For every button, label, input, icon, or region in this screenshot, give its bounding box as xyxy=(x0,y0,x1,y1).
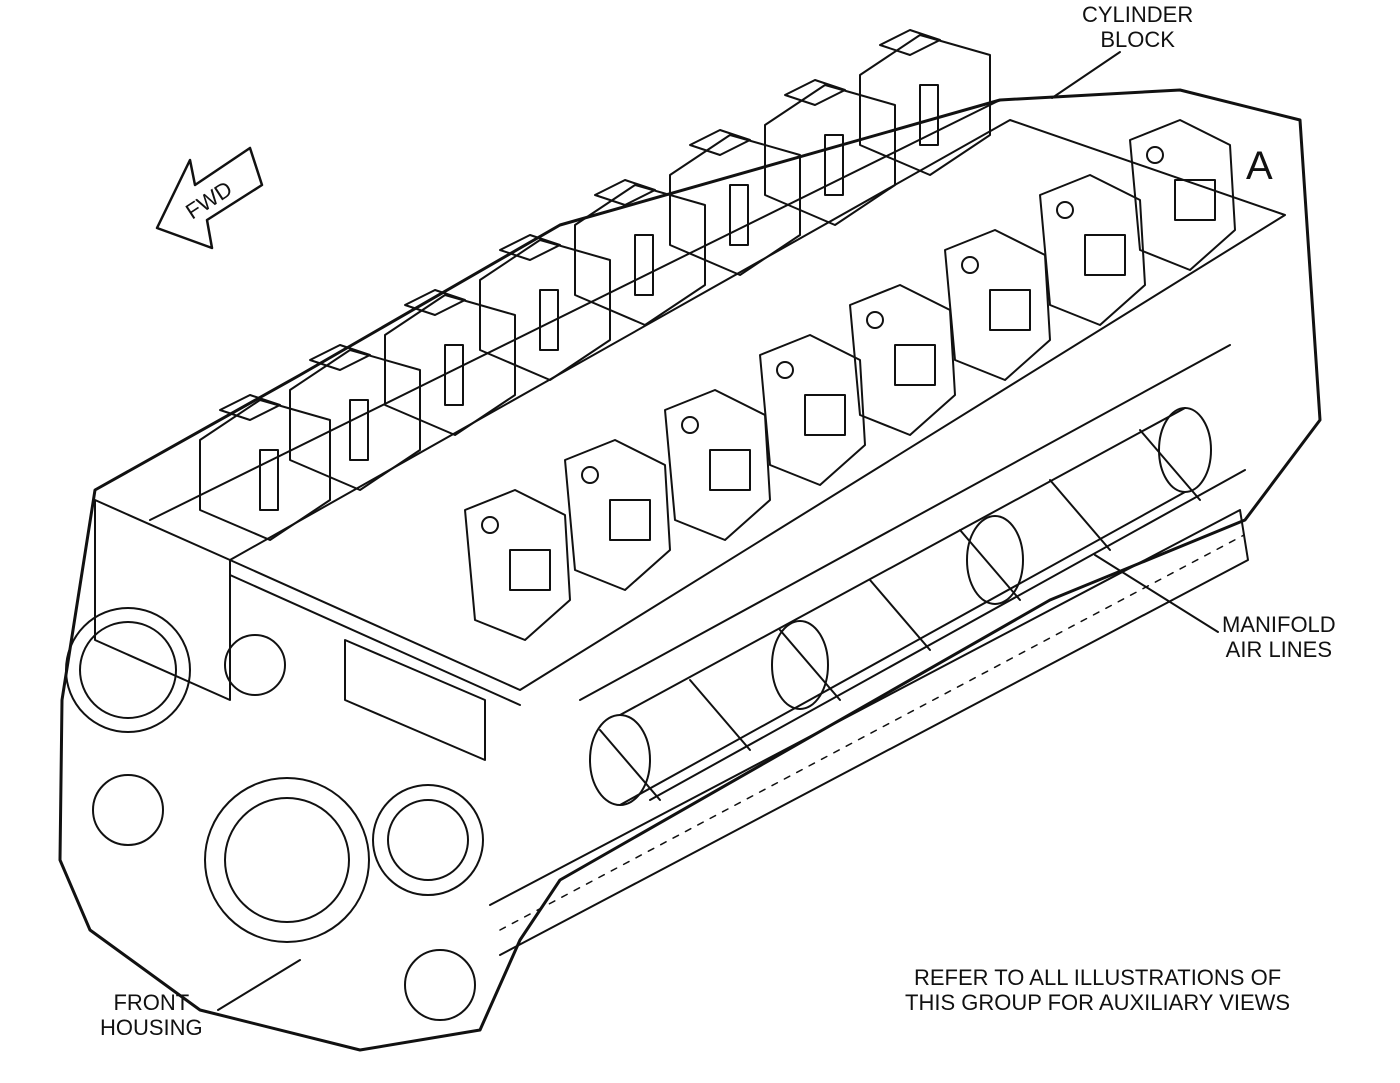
manifold-air-lines-label: MANIFOLD AIR LINES xyxy=(1222,612,1336,662)
leader-front-housing xyxy=(217,959,301,1011)
crankcase-bays xyxy=(579,344,1246,801)
right-bank-heads xyxy=(464,119,1236,641)
front-housing-art xyxy=(65,499,486,1021)
leader-manifold xyxy=(1094,554,1219,633)
left-bank-heads xyxy=(199,29,991,541)
cylinder-block-label: CYLINDER BLOCK xyxy=(1082,2,1194,52)
fwd-arrow-icon: FWD xyxy=(155,146,264,250)
base-rail xyxy=(489,509,1249,956)
top-deck xyxy=(229,119,1286,691)
reference-note: REFER TO ALL ILLUSTRATIONS OF THIS GROUP… xyxy=(905,965,1291,1015)
air-manifold-tubes xyxy=(589,407,1212,806)
view-letter: A xyxy=(1246,144,1273,188)
leader-cylinder-block xyxy=(1051,51,1121,99)
block-outline xyxy=(58,88,1322,1052)
front-housing-label: FRONT HOUSING xyxy=(100,990,203,1040)
deck-edge xyxy=(149,99,1001,521)
